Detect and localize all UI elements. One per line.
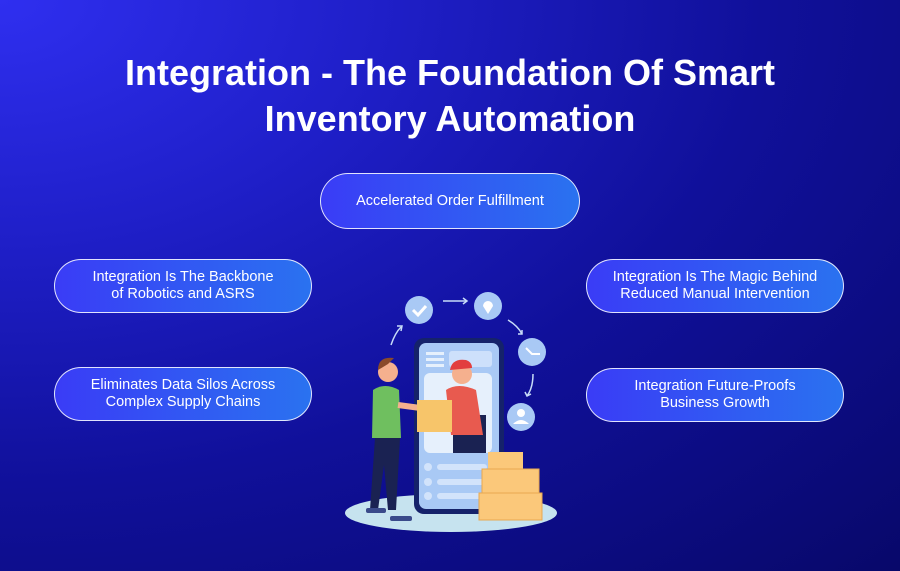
pill-reduced-manual-intervention: Integration Is The Magic Behind Reduced …: [586, 259, 844, 313]
cap: [450, 359, 472, 370]
package-icon: [417, 400, 452, 432]
pill-future-proofs-growth: Integration Future-Proofs Business Growt…: [586, 368, 844, 422]
flow-arrows: [390, 297, 534, 398]
check-icon: [405, 296, 433, 324]
pill-eliminates-data-silos: Eliminates Data Silos Across Complex Sup…: [54, 367, 312, 421]
clock-icon: [518, 338, 546, 366]
page-title: Integration - The Foundation Of Smart In…: [125, 52, 775, 139]
pill-backbone-robotics: Integration Is The Backbone of Robotics …: [54, 259, 312, 313]
pill-accelerated-order-fulfillment: Accelerated Order Fulfillment: [320, 173, 580, 229]
delivery-illustration: [345, 292, 557, 532]
